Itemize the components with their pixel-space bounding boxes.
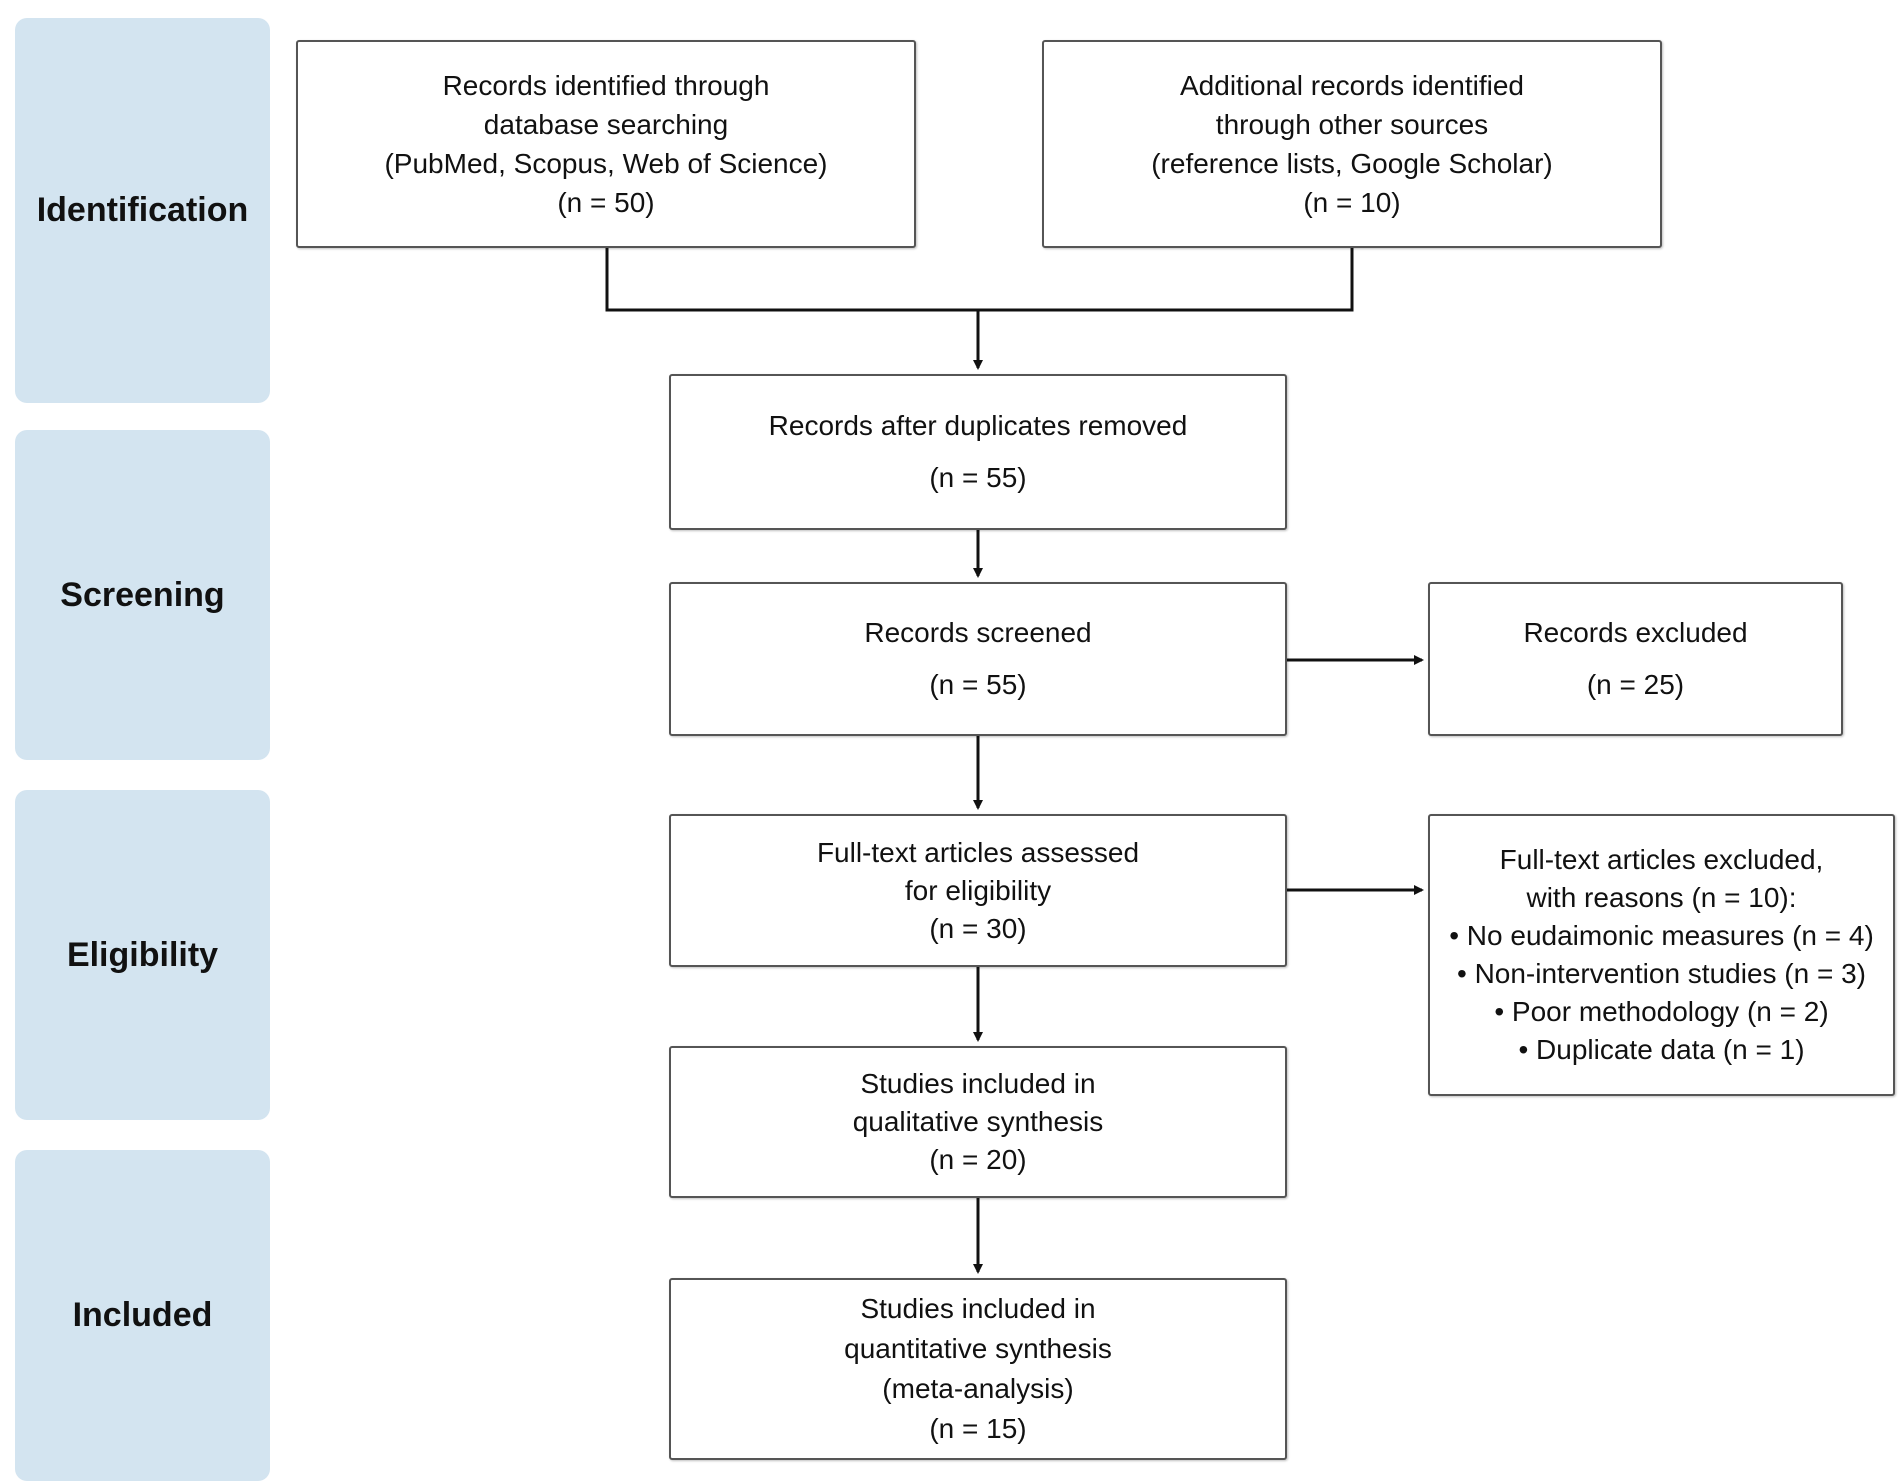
phase-screening: Screening [15, 430, 270, 760]
box-other-sources: Additional records identified through ot… [1042, 40, 1662, 248]
box-records-excluded: Records excluded (n = 25) [1428, 582, 1843, 736]
fulltext-line-2: for eligibility [904, 874, 1052, 906]
phase-screening-label: Screening [60, 575, 225, 614]
quantitative-line-3: (meta-analysis) [882, 1373, 1074, 1404]
phase-included: Included [15, 1150, 270, 1481]
qualitative-line-2: qualitative synthesis [852, 1106, 1104, 1137]
qualitative-line-1: Studies included in [860, 1068, 1096, 1099]
box-fulltext-assessed: Full-text articles assessed for eligibil… [669, 814, 1287, 967]
fulltext-count: (n = 30) [929, 912, 1027, 944]
other-sources-count: (n = 10) [1303, 187, 1401, 218]
exclusion-reason: • Non-intervention studies (n = 3) [1456, 958, 1866, 989]
phase-identification: Identification [15, 18, 270, 403]
excluded-line-1: Records excluded [1523, 617, 1748, 648]
quantitative-line-2: quantitative synthesis [844, 1333, 1112, 1364]
box-qualitative-synthesis: Studies included in qualitative synthesi… [669, 1046, 1287, 1198]
exclusion-reason: • Poor methodology (n = 2) [1494, 996, 1829, 1027]
box-database-search: Records identified through database sear… [296, 40, 916, 248]
exclusion-reason: • No eudaimonic measures (n = 4) [1449, 920, 1874, 951]
other-sources-line-3: (reference lists, Google Scholar) [1151, 148, 1553, 179]
box-duplicates-removed: Records after duplicates removed (n = 55… [669, 374, 1287, 530]
database-count: (n = 50) [557, 187, 655, 218]
excluded-count: (n = 25) [1586, 669, 1685, 700]
screened-line-1: Records screened [864, 617, 1092, 648]
duplicates-line-1: Records after duplicates removed [768, 410, 1188, 441]
phase-eligibility: Eligibility [15, 790, 270, 1120]
database-line-1: Records identified through [442, 70, 770, 101]
box-records-screened: Records screened (n = 55) [669, 582, 1287, 736]
database-line-2: database searching [483, 109, 729, 140]
merge-connector [605, 248, 1354, 312]
exclusion-reason: • Duplicate data (n = 1) [1518, 1034, 1805, 1065]
quantitative-count: (n = 15) [929, 1413, 1027, 1444]
database-line-3: (PubMed, Scopus, Web of Science) [384, 148, 828, 179]
box-fulltext-excluded: Full-text articles excluded, with reason… [1428, 814, 1895, 1096]
phase-identification-label: Identification [36, 191, 249, 229]
fulltext-excluded-line-2: with reasons (n = 10): [1526, 882, 1797, 913]
quantitative-line-1: Studies included in [860, 1293, 1096, 1324]
other-sources-line-2: through other sources [1215, 109, 1489, 140]
qualitative-count: (n = 20) [929, 1144, 1027, 1175]
other-sources-line-1: Additional records identified [1180, 70, 1524, 101]
duplicates-count: (n = 55) [929, 462, 1027, 493]
fulltext-line-1: Full-text articles assessed [816, 836, 1140, 868]
box-quantitative-synthesis: Studies included in quantitative synthes… [669, 1278, 1287, 1460]
screened-count: (n = 55) [929, 669, 1027, 700]
phase-included-label: Included [72, 1296, 213, 1334]
phase-eligibility-label: Eligibility [66, 935, 219, 974]
fulltext-excluded-line-1: Full-text articles excluded, [1499, 844, 1824, 875]
